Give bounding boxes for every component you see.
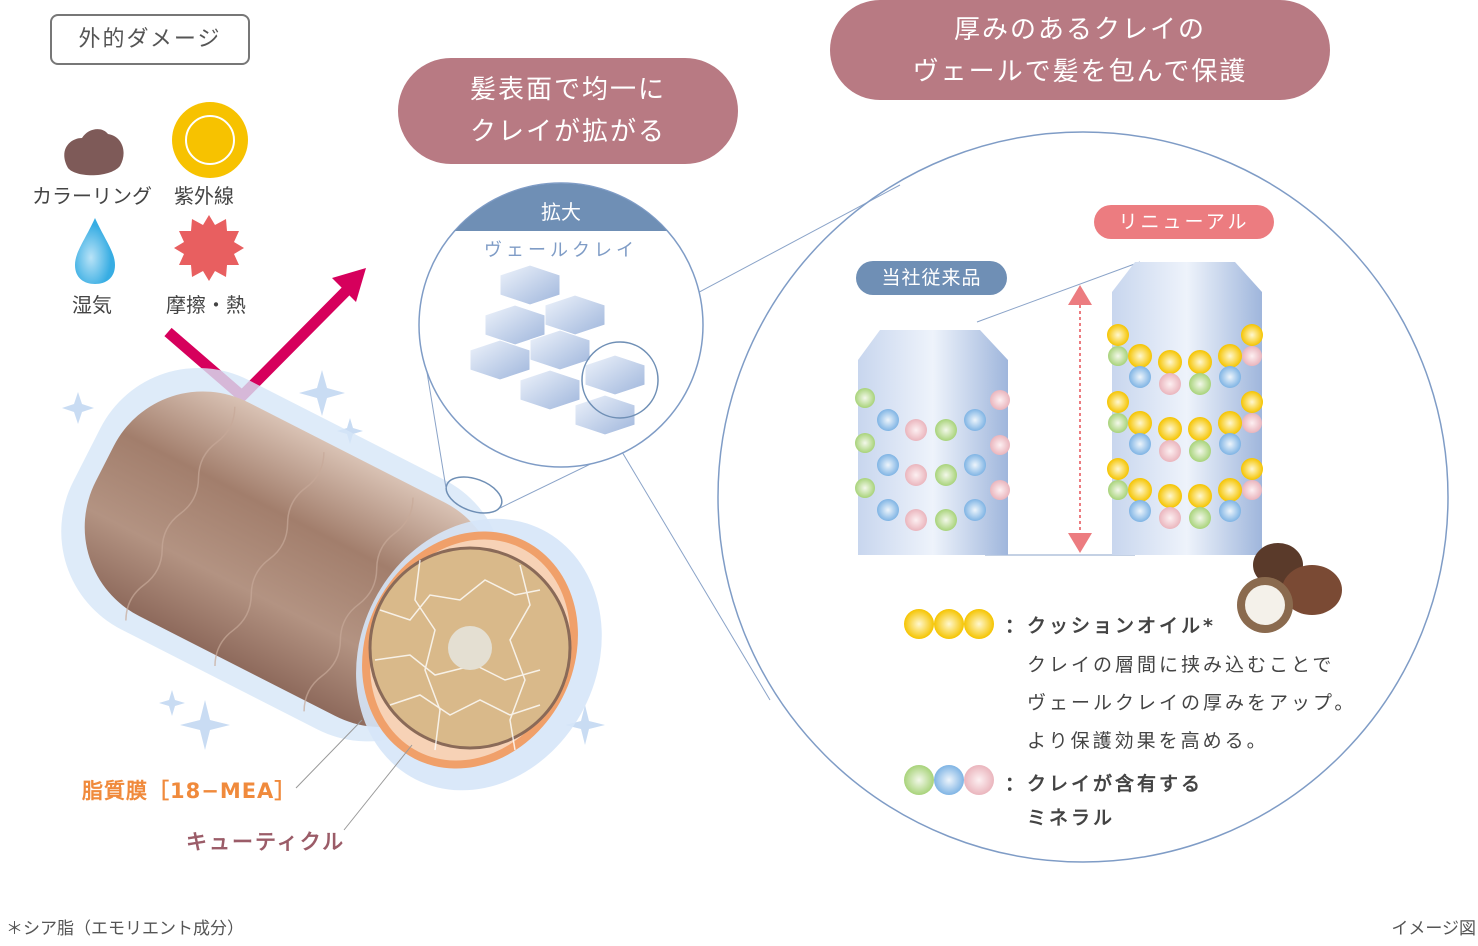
- sparkle-icons: [62, 370, 605, 750]
- mineral-title: ：クレイが含有する: [1005, 773, 1204, 795]
- hair-cortex: [368, 546, 572, 751]
- cushion-oil-legend-icon: [904, 609, 994, 639]
- old-clay-column: [855, 330, 1010, 555]
- damage-friction-label: 摩擦・熱: [166, 293, 246, 317]
- veil-clay-label: ヴェールクレイ: [484, 240, 638, 261]
- lipid-leader-line: [295, 719, 363, 789]
- renewal-tag: リニューアル: [1094, 205, 1274, 239]
- burst-icon: [174, 215, 244, 281]
- hair-dye-blob-icon: [64, 129, 124, 176]
- mineral-desc: ミネラル: [1027, 807, 1116, 829]
- mineral-legend-icon: [904, 765, 994, 795]
- protect-callout-line1: 厚みのあるクレイの: [953, 15, 1206, 45]
- zoom-marker-small: [445, 476, 503, 514]
- cuticle-leader-line: [343, 744, 413, 831]
- protect-callout: 厚みのあるクレイの ヴェールで髪を包んで保護: [830, 0, 1330, 100]
- damage-coloring-label: カラーリング: [32, 184, 152, 208]
- cushion-oil-title: ：クッションオイル*: [1005, 615, 1216, 637]
- protect-callout-line2: ヴェールで髪を包んで保護: [912, 57, 1248, 87]
- zoom-circle: [418, 182, 704, 468]
- spread-callout-line1: 髪表面で均一に: [469, 75, 666, 105]
- water-drop-icon: [75, 218, 115, 284]
- magnified-circle: [717, 131, 1449, 863]
- damage-humidity-label: 湿気: [72, 293, 112, 317]
- zoom-header: 拡大: [541, 200, 581, 224]
- cuticle-label: キューティクル: [186, 830, 346, 854]
- cushion-oil-desc-2: ヴェールクレイの厚みをアップ。: [1027, 692, 1357, 714]
- shea-nut-image: [1237, 543, 1342, 633]
- new-clay-column: [1107, 262, 1263, 555]
- footnote: ＊シア脂（エモリエント成分）: [6, 919, 244, 939]
- cushion-oil-desc-1: クレイの層間に挟み込むことで: [1027, 654, 1335, 676]
- spread-callout: 髪表面で均一に クレイが拡がる: [398, 58, 738, 164]
- damage-uv-label: 紫外線: [174, 184, 234, 208]
- lipid-membrane-label: 脂質膜［18−MEA］: [82, 779, 297, 803]
- old-product-tag: 当社従来品: [856, 261, 1007, 295]
- external-damage-title: 外的ダメージ: [50, 14, 250, 65]
- image-note: イメージ図: [1391, 919, 1476, 939]
- cushion-oil-desc-3: より保護効果を高める。: [1027, 730, 1269, 752]
- sun-icon: [172, 102, 248, 178]
- thickness-arrow: [1068, 285, 1092, 553]
- spread-callout-line2: クレイが拡がる: [469, 117, 666, 147]
